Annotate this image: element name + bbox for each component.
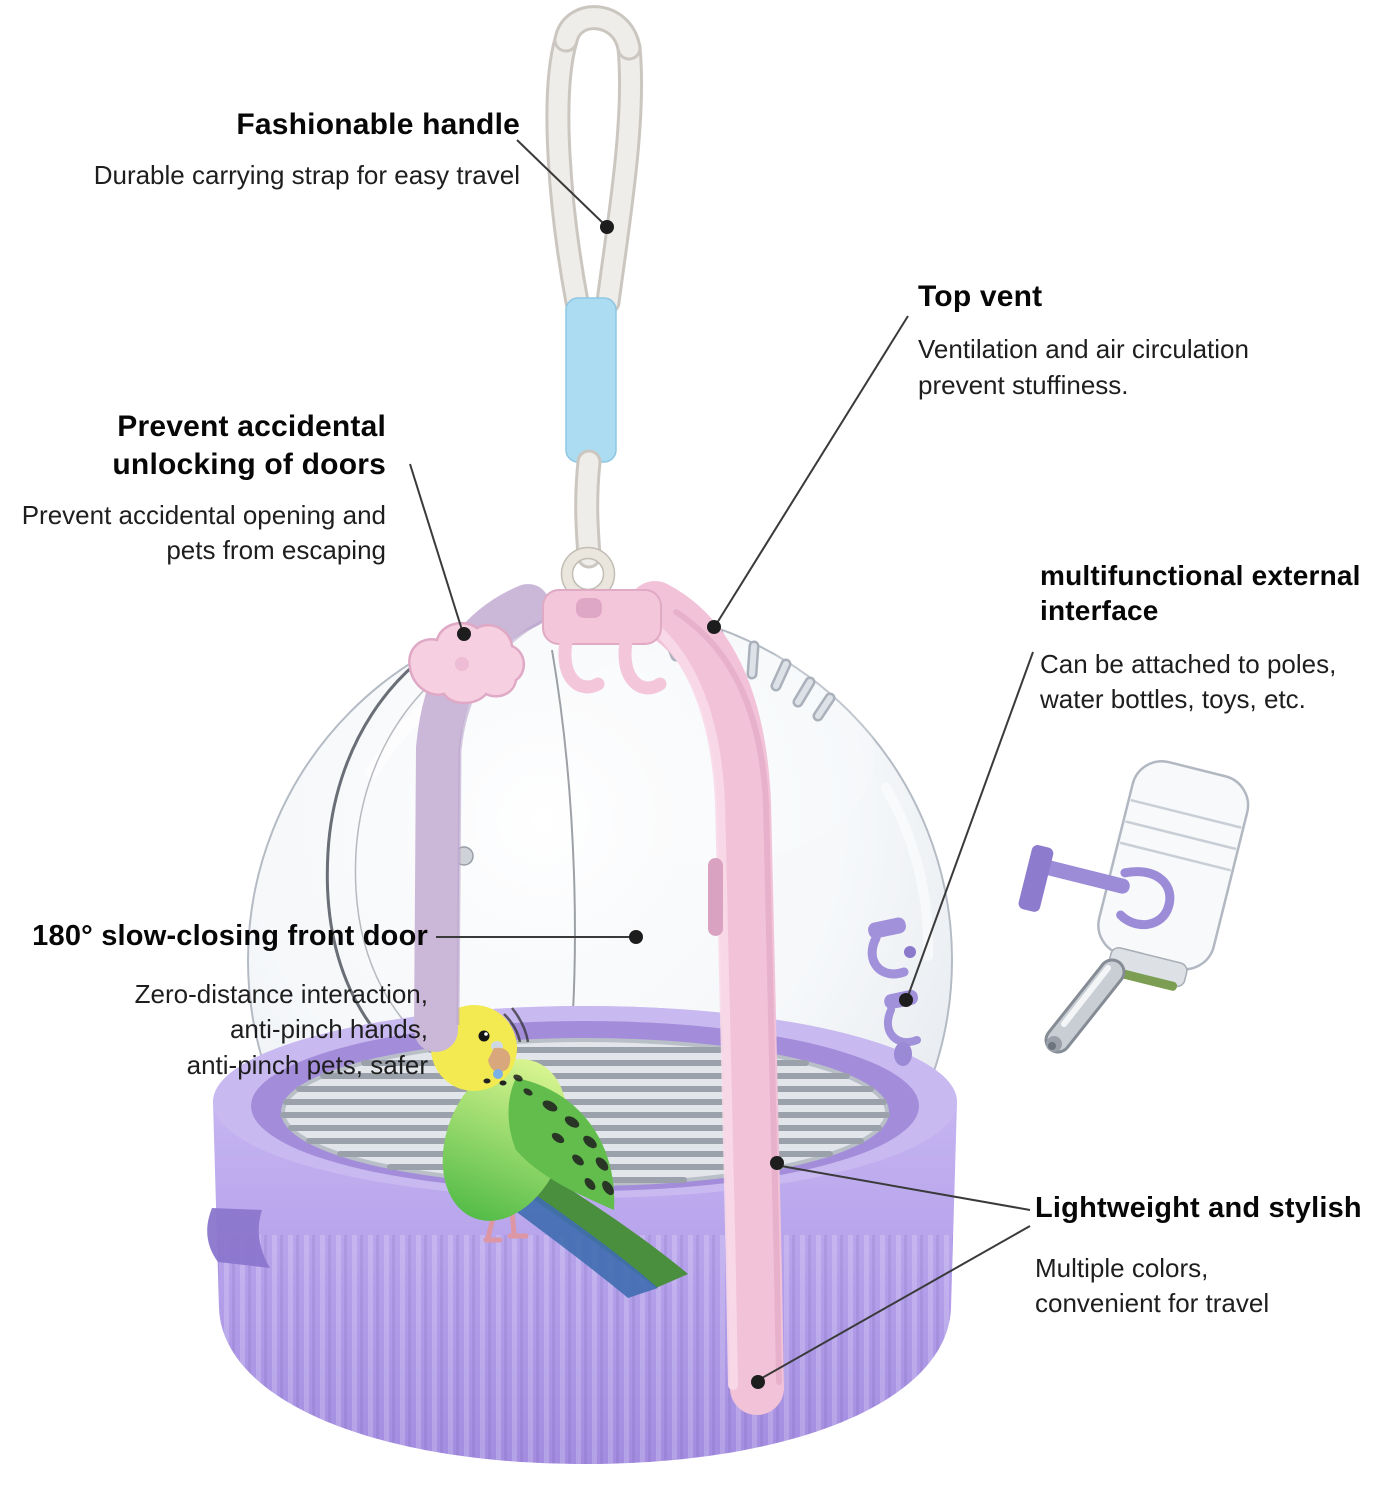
callout-title: Fashionable handle [94,106,520,144]
callout-title-line: 180° slow-closing front door [32,920,428,952]
callout-line [409,463,463,631]
callout-title-line: Prevent accidental [117,410,386,443]
callout-annotations [409,139,1034,1389]
callout-top-vent: Top vent Ventilation and air circulation… [918,278,1249,404]
callout-dot [770,1156,784,1170]
callout-desc: Can be attached to poles, water bottles,… [1040,647,1361,719]
callout-lightweight-stylish: Lightweight and stylish Multiple colors,… [1035,1190,1362,1322]
callout-dot [899,993,913,1007]
lock-knob [408,621,525,705]
hinge-plate [542,589,662,645]
carry-rope [545,5,644,602]
bottle-gasket [1112,967,1178,991]
callout-desc-line: Ventilation and air circulation [918,333,1249,364]
callout-desc-line: Durable carrying strap for easy travel [93,159,520,190]
callout-desc-line: Multiple colors, [1035,1252,1209,1283]
callout-prevent-unlocking: Prevent accidental unlocking of doors Pr… [22,408,386,569]
callout-title-line: Top vent [918,280,1043,313]
callout-desc-line: anti-pinch hands, [229,1014,428,1045]
callout-desc-line: Can be attached to poles, [1040,648,1337,679]
callout-desc-line: pets from escaping [166,535,386,566]
bottle-bracket-hook [1116,867,1175,930]
base-handle-notch [207,1208,270,1268]
callout-desc-line: water bottles, toys, etc. [1040,684,1306,715]
callout-title: 180° slow-closing front door [32,918,428,955]
callout-line [516,139,605,225]
callout-title-line: Lightweight and stylish [1035,1192,1362,1224]
callout-title: Lightweight and stylish [1035,1190,1362,1227]
bird-cheek-spot [493,1069,503,1079]
callout-title: Prevent accidental unlocking of doors [22,408,386,484]
strap-slot [708,858,723,936]
callout-title: multifunctional external interface [1040,558,1361,629]
callout-desc: Zero-distance interaction, anti-pinch ha… [32,977,428,1085]
bird-wing [508,1078,615,1210]
bottle-body [1097,760,1250,971]
callout-desc-line: anti-pinch pets, safer [186,1050,428,1081]
callout-title-line: unlocking of doors [112,447,386,481]
handle-strap [542,581,784,1415]
callout-dot [629,930,643,944]
tail-feathers [522,1168,688,1288]
water-bottle [1018,760,1250,1054]
bottle-bracket-arm [1035,858,1130,894]
callout-desc: Prevent accidental opening and pets from… [22,498,386,570]
callout-dot [600,220,614,234]
callout-dot [707,620,721,634]
callout-dot [751,1375,765,1389]
bird-leg [483,1207,529,1243]
callout-desc-line: Zero-distance interaction, [134,978,428,1009]
right-strap [628,581,784,1415]
callout-dot [457,627,471,641]
callout-title-line: Fashionable handle [236,108,520,141]
bird-eye [478,1030,490,1042]
callout-title-line: multifunctional external [1040,560,1361,591]
callout-desc: Durable carrying strap for easy travel [94,158,520,194]
callout-title-line: interface [1040,595,1159,627]
callout-front-door: 180° slow-closing front door Zero-distan… [32,918,428,1084]
callout-fashionable-handle: Fashionable handle Durable carrying stra… [94,106,520,194]
callout-line [780,1165,1031,1211]
callout-desc-line: convenient for travel [1035,1288,1270,1319]
callout-desc-line: prevent stuffiness. [918,369,1129,400]
callout-desc: Ventilation and air circulation prevent … [918,332,1249,404]
bottle-bracket-plate [1018,845,1054,912]
callout-desc-line: Prevent accidental opening and [21,499,386,530]
rope-sleeve [565,297,617,463]
callout-line [907,651,1034,997]
callout-line [716,315,909,624]
callout-title: Top vent [918,278,1249,316]
bird-beak [488,1047,511,1073]
callout-line [761,1225,1031,1379]
callout-multifunctional-interface: multifunctional external interface Can b… [1040,558,1361,718]
callout-desc: Multiple colors, convenient for travel [1035,1251,1362,1323]
